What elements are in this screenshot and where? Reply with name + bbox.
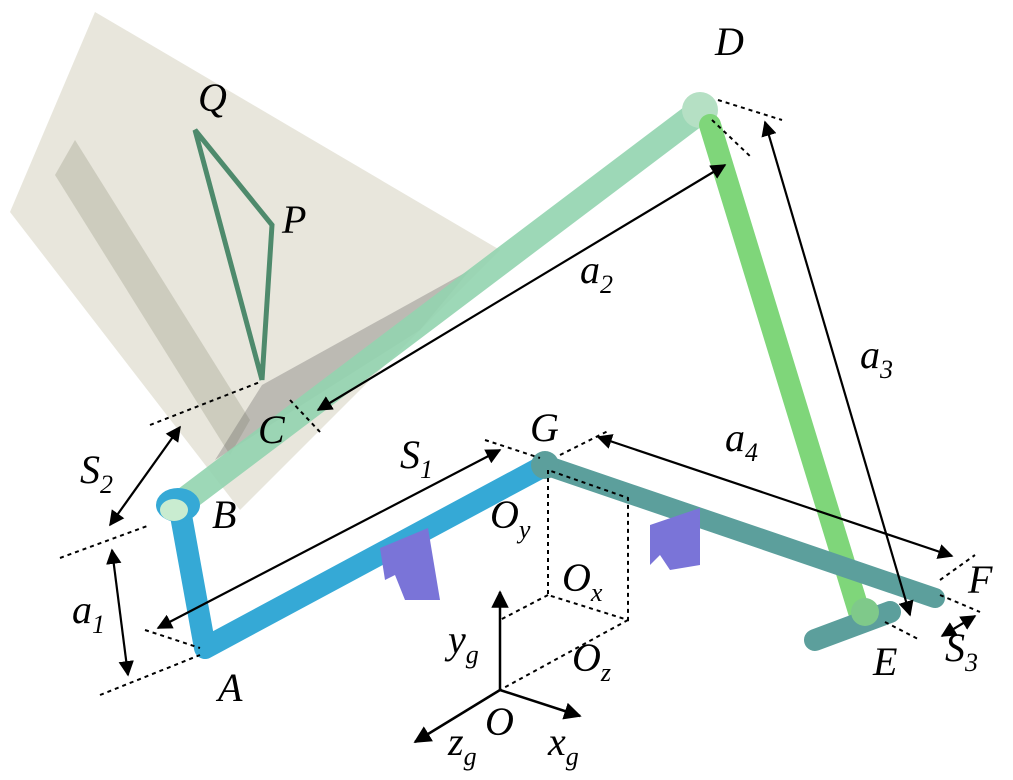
label-a1: a1 (72, 590, 105, 638)
a2-base: a (580, 247, 600, 292)
label-a: A (218, 665, 243, 710)
label-zg: zg (448, 722, 477, 770)
oy-sub: y (518, 515, 531, 544)
global-axes (413, 590, 582, 744)
axis-xg-icon (499, 688, 582, 720)
a2-sub: 2 (600, 270, 613, 299)
label-ox: Ox (562, 558, 602, 606)
a4-base: a (725, 415, 745, 460)
triangle-q-p-c (192, 128, 275, 381)
arrow-a4 (596, 434, 954, 559)
axis-zg-icon (413, 688, 501, 744)
label-s3: S3 (945, 628, 978, 676)
arrow-a1 (106, 548, 134, 677)
zg-sub: g (463, 742, 477, 771)
a1-sub: 1 (92, 610, 105, 639)
xg-sub: g (565, 742, 579, 771)
label-f: F (968, 557, 993, 602)
joint-b-face (160, 499, 188, 521)
zg-base: z (448, 719, 464, 764)
joint-g (531, 451, 559, 479)
oy-base: O (490, 492, 519, 537)
s2-base: S (80, 447, 100, 492)
label-s1: S1 (400, 435, 433, 483)
support-2 (650, 508, 700, 570)
offset-dashed-box (499, 469, 629, 691)
a3-sub: 3 (880, 355, 893, 384)
extension-lines (59, 99, 981, 696)
label-p: P (282, 197, 307, 242)
xg-base: x (548, 719, 566, 764)
label-b: B (212, 492, 237, 537)
label-a2: a2 (580, 250, 613, 298)
label-s2: S2 (80, 450, 113, 498)
label-oy: Oy (490, 495, 530, 543)
s3-base: S (945, 625, 965, 670)
label-yg: yg (448, 620, 479, 668)
s3-sub: 3 (965, 648, 978, 677)
label-o: O (485, 699, 514, 744)
label-a3: a3 (860, 335, 893, 383)
arrow-s3 (940, 615, 977, 637)
joint-e (851, 598, 879, 626)
label-a4: a4 (725, 418, 758, 466)
yg-sub: g (465, 640, 479, 669)
a1-base: a (72, 587, 92, 632)
label-c: C (258, 407, 285, 452)
yg-base: y (448, 617, 466, 662)
arrow-s2 (109, 425, 181, 527)
dimension-arrows (106, 120, 977, 677)
s1-sub: 1 (420, 455, 433, 484)
label-e: E (873, 639, 898, 684)
oz-base: O (572, 635, 601, 680)
arrow-a2 (316, 164, 727, 411)
arrow-s1 (156, 449, 502, 629)
ox-sub: x (590, 578, 603, 607)
label-xg: xg (548, 722, 579, 770)
oz-sub: z (600, 658, 612, 687)
label-q: Q (198, 75, 227, 120)
s2-sub: 2 (100, 470, 113, 499)
label-d: D (715, 19, 744, 64)
plane-shadow-band (55, 140, 250, 455)
ox-base: O (562, 555, 591, 600)
a4-sub: 4 (745, 438, 758, 467)
a3-base: a (860, 332, 880, 377)
s1-base: S (400, 432, 420, 477)
label-g: G (530, 405, 559, 450)
label-oz: Oz (572, 638, 611, 686)
transparent-plane (10, 12, 500, 510)
